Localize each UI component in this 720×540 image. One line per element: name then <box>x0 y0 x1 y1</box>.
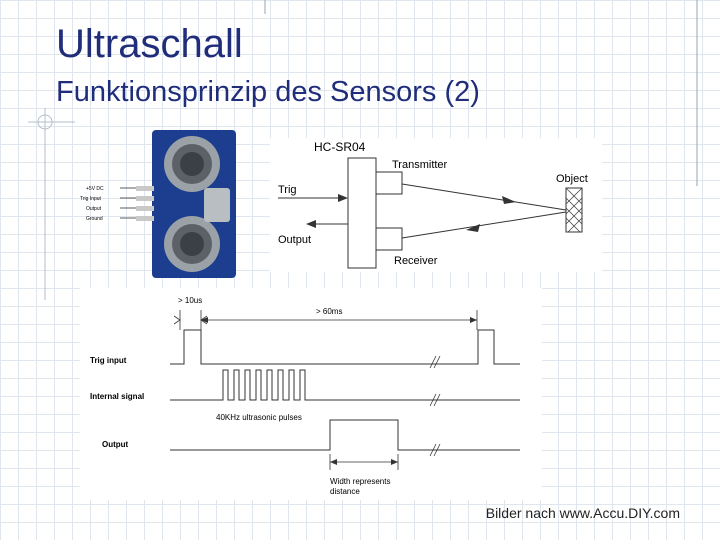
timing-diagram: > 10us > 60ms Trig input Internal signal… <box>80 288 542 500</box>
period-label: > 60ms <box>316 307 342 316</box>
row-label-output: Output <box>102 440 129 449</box>
transmitter-block <box>375 171 403 195</box>
row-label-trig: Trig input <box>90 356 127 365</box>
trig-label: Trig <box>278 184 297 196</box>
trig-waveform <box>170 329 520 365</box>
row-label-internal: Internal signal <box>90 392 144 401</box>
output-waveform <box>170 419 520 451</box>
model-label: HC-SR04 <box>314 140 366 154</box>
pin-label: Ground <box>86 216 103 222</box>
receiver-label: Receiver <box>394 255 438 267</box>
receiver-block <box>375 227 403 251</box>
pulse-width-label: > 10us <box>178 296 202 305</box>
arrow-left-icon <box>306 220 316 228</box>
circle-ornament-icon <box>37 114 53 130</box>
burst-label: 40KHz ultrasonic pulses <box>216 413 302 422</box>
width-note: Width represents <box>330 477 390 486</box>
transmitter-label: Transmitter <box>392 159 448 171</box>
burst-waveform <box>170 369 520 401</box>
break-mark <box>429 443 437 457</box>
pin-label: Output <box>86 206 102 212</box>
pin-label: Trig Input <box>80 196 102 202</box>
pin-label: +5V DC <box>86 186 104 192</box>
object-block <box>565 187 583 233</box>
output-label: Output <box>278 234 311 246</box>
sensor-module-block <box>347 157 377 269</box>
width-note: distance <box>330 487 360 496</box>
object-label: Object <box>556 173 588 185</box>
slide-subtitle: Funktionsprinzip des Sensors (2) <box>56 76 480 108</box>
slide-title: Ultraschall <box>56 22 243 66</box>
break-mark <box>429 393 437 407</box>
block-diagram: HC-SR04 Transmitter Receiver Trig Output… <box>270 138 602 272</box>
sensor-board-photo: +5V DC Trig Input Output Ground <box>80 130 236 278</box>
break-mark <box>429 355 437 369</box>
image-credit: Bilder nach www.Accu.DIY.com <box>485 505 680 521</box>
